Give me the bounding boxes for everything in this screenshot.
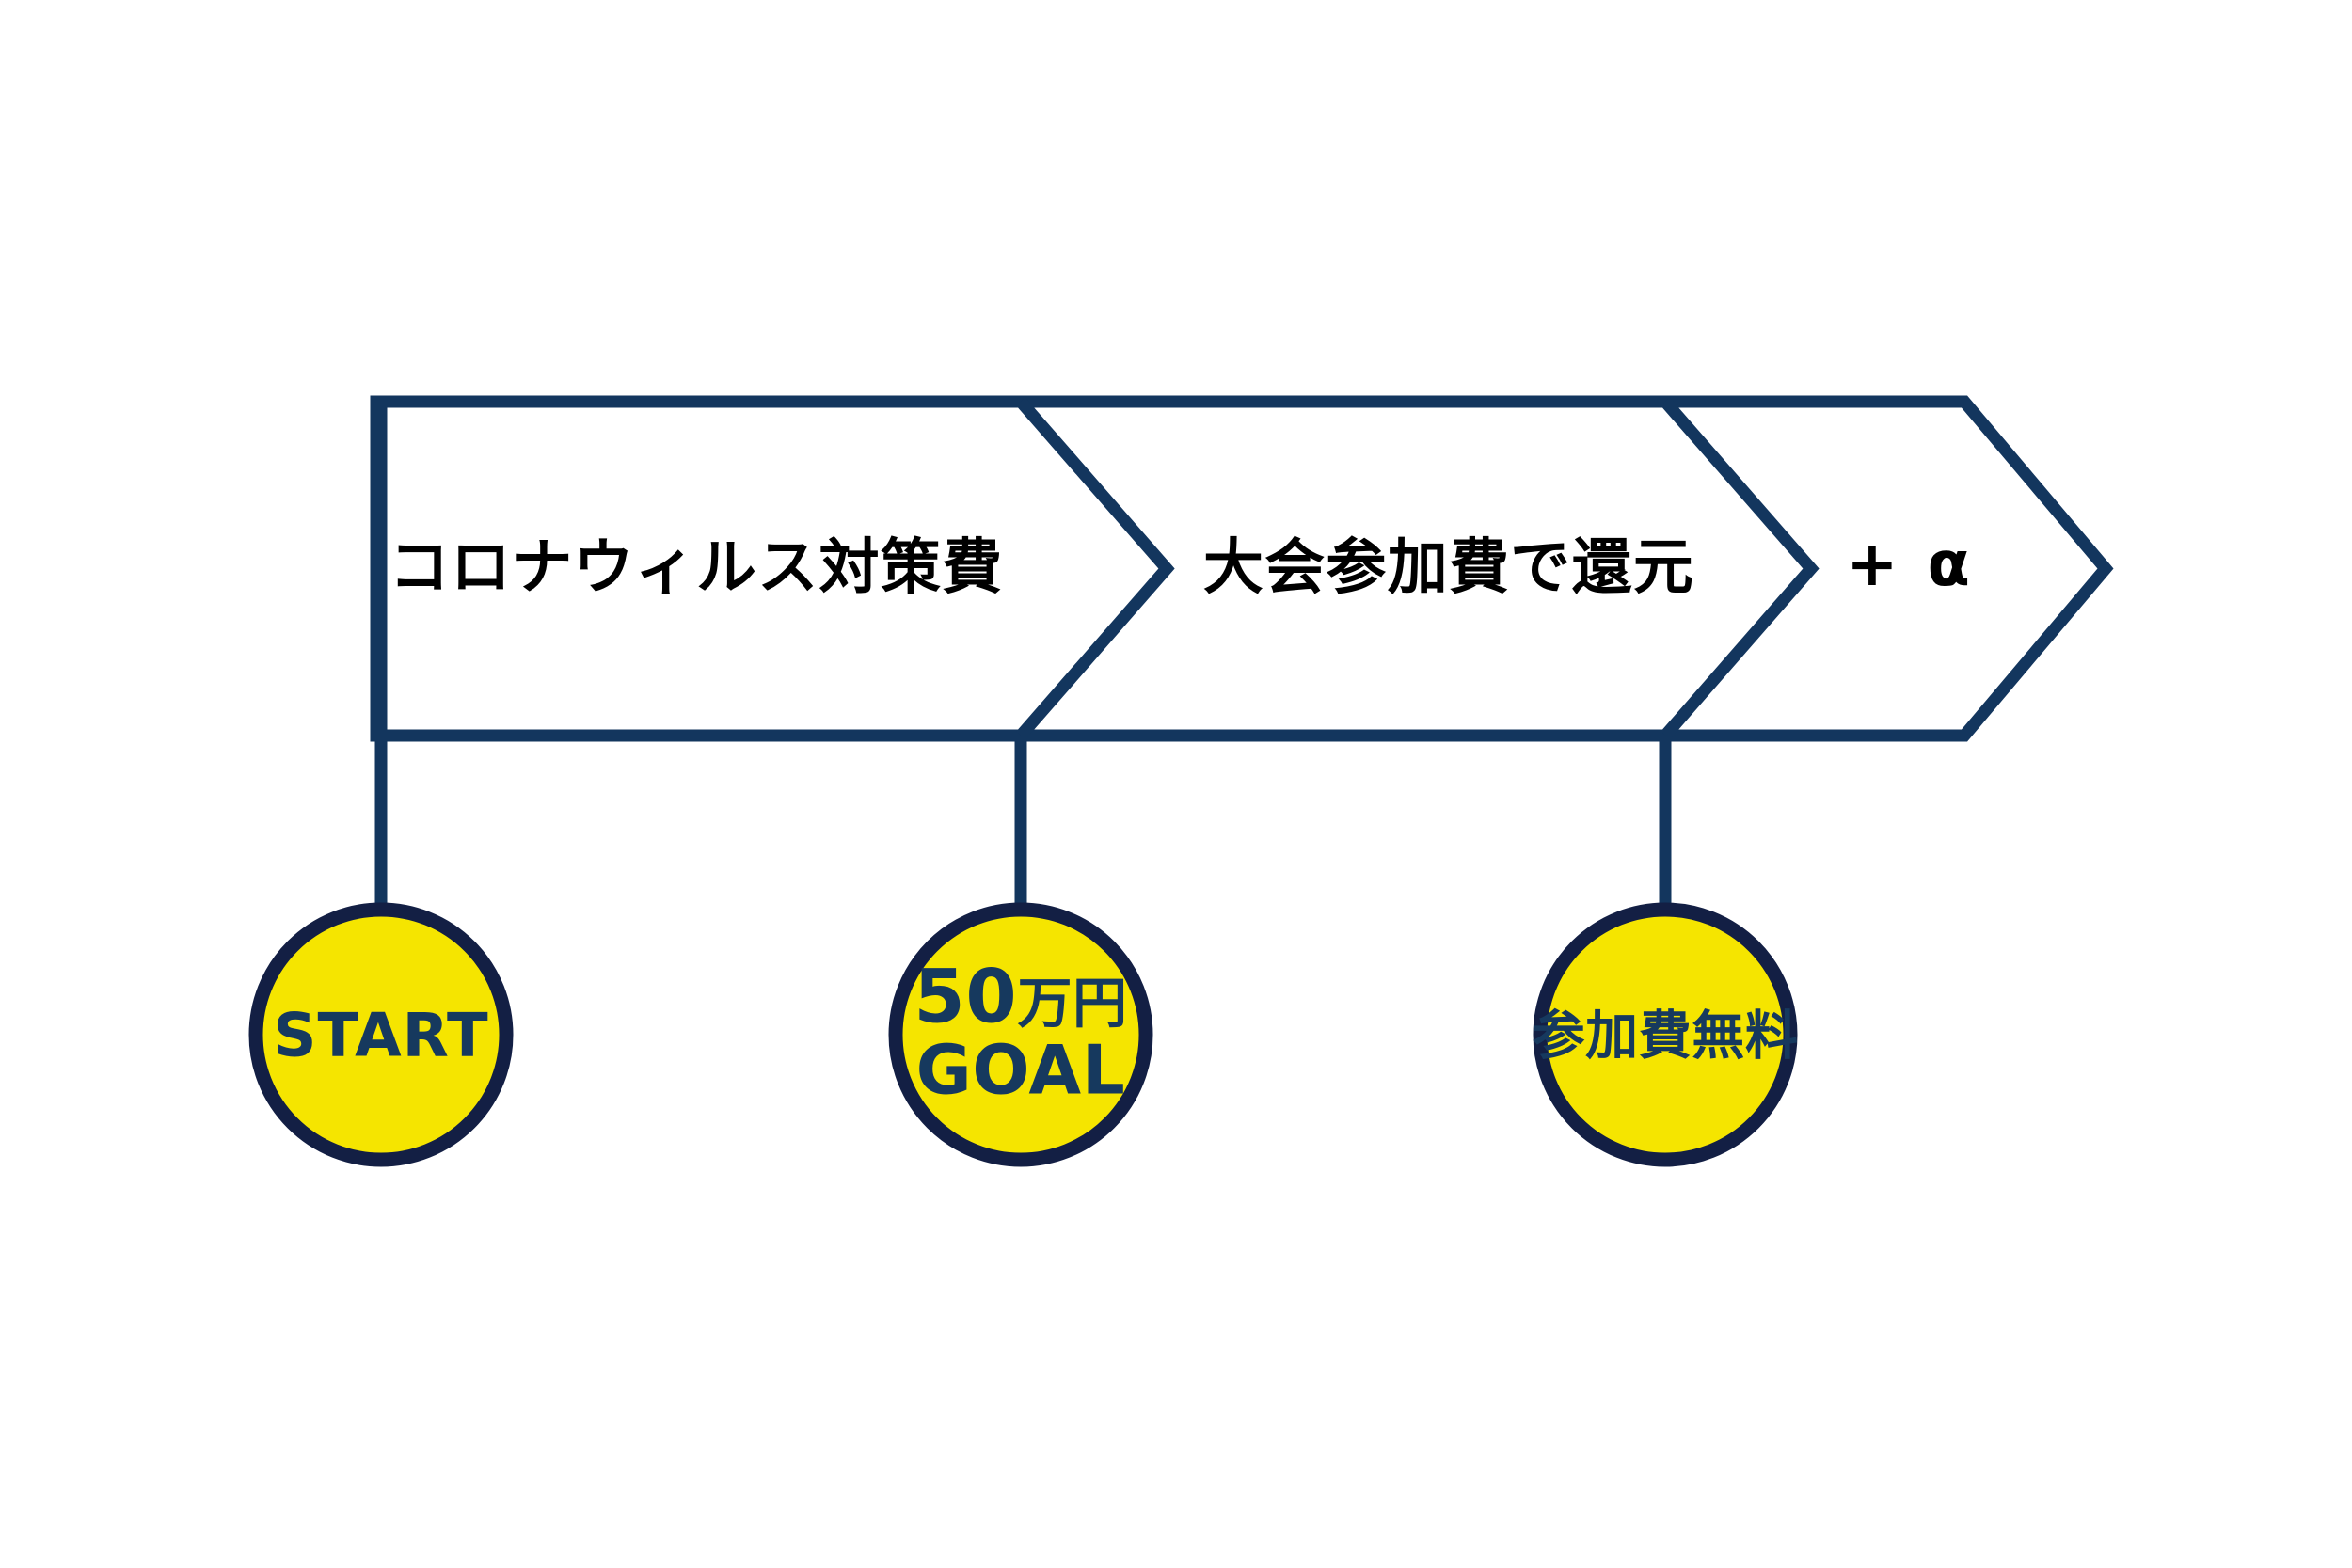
milestone-circle-free[interactable] (1533, 902, 1798, 1167)
chevron-divider-1 (1016, 397, 1175, 740)
chevron-band-outline (370, 395, 2114, 742)
chevron-divider-2 (1661, 397, 1820, 740)
milestone-circle-start[interactable] (248, 902, 514, 1167)
milestone-circle-goal[interactable] (888, 902, 1153, 1167)
